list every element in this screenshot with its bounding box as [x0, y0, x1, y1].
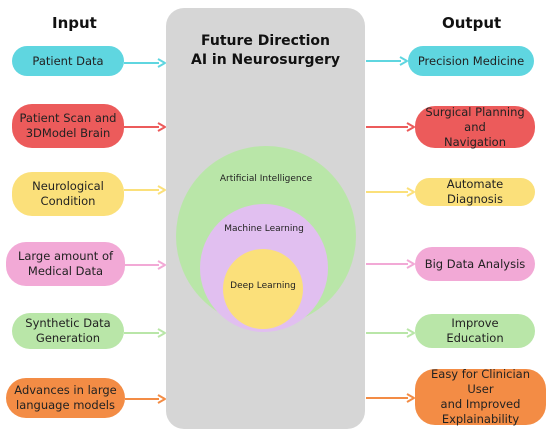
output-header: Output [442, 14, 502, 32]
output-label-3-line-1: Automate Diagnosis [446, 177, 504, 206]
ai-label: Artificial Intelligence [219, 174, 313, 184]
input-label-1-line-1: Patient Data [32, 53, 104, 68]
output-label-6-line-2: and Improved [440, 397, 521, 411]
output-label-2-line-1: Surgical Planning and [425, 104, 525, 134]
output-label-4: Big Data Analysis [425, 257, 526, 272]
input-label-1: Patient Data [32, 54, 103, 69]
input-label-6-line-2: language models [16, 398, 115, 412]
input-label-5-line-1: Synthetic Data [25, 316, 111, 330]
input-label-4-line-1: Large amount of [17, 249, 114, 263]
output-box-5: Improve Education [415, 314, 535, 348]
output-arrow-1 [366, 56, 408, 66]
output-arrow-2 [366, 122, 415, 132]
input-label-5-line-2: Generation [35, 331, 101, 345]
output-label-1: Precision Medicine [418, 54, 524, 69]
output-label-4-line-1: Big Data Analysis [424, 256, 526, 271]
output-arrow-5 [366, 328, 415, 338]
input-label-3-line-1: Neurological [32, 179, 104, 193]
input-header: Input [52, 14, 97, 32]
output-label-2-line-2: Navigation [443, 134, 507, 149]
input-arrow-3 [124, 185, 166, 195]
output-box-1: Precision Medicine [408, 46, 534, 76]
output-label-6-line-1: Easy for Clinician User [431, 367, 530, 396]
center-title-line2: AI in Neurosurgery [190, 52, 340, 68]
input-arrow-5 [124, 328, 166, 338]
center-title-line1: Future Direction [201, 33, 330, 49]
input-arrow-2 [124, 122, 166, 132]
input-arrow-4 [125, 260, 166, 270]
output-arrow-4 [366, 259, 415, 269]
dl-label: Deep Learning [230, 281, 296, 291]
input-box-1: Patient Data [12, 46, 124, 76]
output-label-5-line-1: Improve Education [446, 316, 504, 345]
input-arrow-1 [124, 58, 166, 68]
input-label-2-line-1: Patient Scan and [19, 111, 117, 125]
input-label-4-line-2: Medical Data [27, 264, 104, 278]
output-arrow-6 [366, 393, 415, 403]
center-title: Future Direction AI in Neurosurgery [166, 32, 365, 70]
output-arrow-3 [366, 187, 415, 197]
ml-label: Machine Learning [224, 224, 304, 234]
output-box-4: Big Data Analysis [415, 247, 535, 281]
input-arrow-6 [125, 394, 166, 404]
output-label-6-line-3: Explainability [441, 412, 520, 426]
input-label-3-line-2: Condition [40, 194, 96, 208]
output-label-1-line-1: Precision Medicine [417, 53, 525, 68]
input-label-6-line-1: Advances in large [14, 383, 117, 397]
output-box-3: Automate Diagnosis [415, 177, 535, 207]
dl-circle [223, 249, 303, 329]
input-label-2-line-2: 3DModel Brain [25, 126, 111, 140]
output-label-3: Automate Diagnosis [421, 177, 529, 207]
output-label-5: Improve Education [421, 316, 529, 346]
